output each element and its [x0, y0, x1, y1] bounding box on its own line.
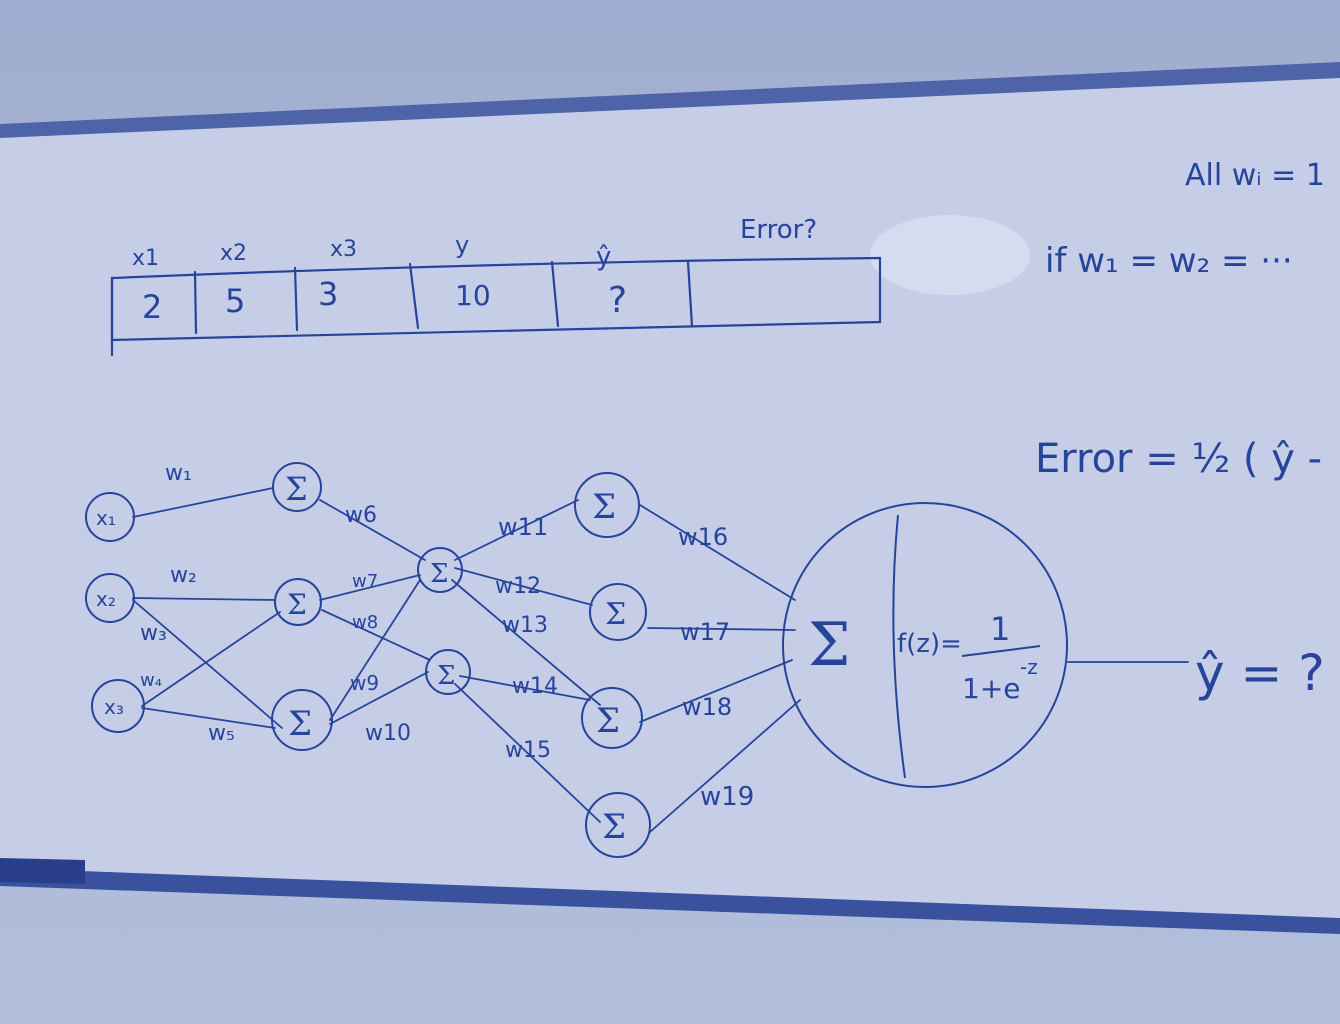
sum-symbol-l3-4: Σ	[602, 807, 626, 847]
header-error: Error?	[740, 215, 817, 245]
weight-w9: w9	[350, 671, 379, 695]
activation-denominator: 1+e	[962, 672, 1021, 705]
sum-node-l2-2	[425, 649, 471, 695]
input-label-3: x₃	[104, 695, 124, 719]
sum-symbol-l1-1: Σ	[285, 470, 308, 508]
output-node	[782, 502, 1068, 788]
weight-w18: w18	[682, 693, 732, 721]
activation-function: f(z)= 1 1+e -z	[897, 610, 1041, 705]
table-values: 2 5 3 10 ?	[142, 275, 627, 326]
value-x1: 2	[142, 288, 162, 326]
weight-w7: w7	[352, 571, 378, 592]
marker	[0, 858, 85, 884]
weight-w12: w12	[495, 574, 541, 599]
weight-w11: w11	[498, 513, 548, 541]
sum-symbol-l3-2: Σ	[605, 597, 626, 632]
note-all-weights: All wᵢ = 1	[1185, 158, 1325, 193]
sum-node-l1-1	[272, 462, 322, 512]
header-y: y	[455, 231, 469, 259]
weight-w17: w17	[680, 618, 730, 646]
table-headers: x1 x2 x3 y ŷ Error?	[132, 215, 817, 272]
sum-symbol-l1-2: Σ	[287, 588, 307, 621]
sum-node-l3-4	[585, 792, 651, 858]
glare	[870, 215, 1030, 295]
weight-w15: w15	[505, 738, 551, 763]
value-x2: 5	[225, 282, 245, 320]
sum-node-l3-1	[574, 472, 640, 538]
activation-lhs: f(z)=	[897, 629, 962, 659]
marker-tray	[0, 868, 1340, 934]
sum-node-l2-1	[417, 547, 463, 593]
header-x1: x1	[132, 246, 159, 271]
input-label-1: x₁	[96, 506, 116, 530]
sum-symbol-l3-1: Σ	[592, 487, 616, 527]
header-x3: x3	[330, 237, 357, 262]
value-y: 10	[455, 279, 491, 312]
input-label-2: x₂	[96, 587, 116, 611]
weight-w1: w₁	[165, 461, 192, 486]
header-yhat: ŷ	[596, 242, 611, 272]
weight-w2: w₂	[170, 563, 197, 588]
network-edges	[132, 487, 1189, 833]
sum-symbol-l1-3: Σ	[288, 704, 312, 744]
sum-symbol-l3-3: Σ	[596, 701, 620, 741]
data-table	[110, 256, 882, 357]
header-x2: x2	[220, 241, 247, 266]
node-labels: x₁ x₂ x₃ Σ Σ Σ Σ Σ Σ Σ Σ Σ Σ	[96, 470, 850, 847]
sum-node-l1-2	[274, 578, 322, 626]
input-node-1	[85, 492, 135, 542]
weight-w19: w19	[700, 782, 754, 812]
input-node-2	[85, 573, 135, 623]
sum-symbol-l2-1: Σ	[430, 559, 448, 589]
activation-numerator: 1	[990, 610, 1010, 648]
network-nodes	[85, 462, 1068, 858]
note-if-line: if w₁ = w₂ = ···	[1045, 241, 1293, 281]
weight-w3: w₃	[140, 621, 167, 646]
weight-labels: w₁ w₂ w₃ w₄ w₅ w6 w7 w8 w9 w10 w11 w12 w…	[140, 461, 754, 812]
weight-w14: w14	[512, 674, 558, 699]
weight-w16: w16	[678, 523, 728, 551]
whiteboard-surface	[0, 75, 1340, 925]
sum-symbol-l2-2: Σ	[437, 661, 455, 691]
sum-node-l1-3	[271, 689, 333, 751]
weight-w8: w8	[352, 612, 378, 633]
output-sum-symbol: Σ	[808, 610, 850, 680]
output-divider	[892, 514, 906, 779]
value-yhat: ?	[608, 280, 627, 321]
sum-node-l3-3	[581, 687, 643, 749]
sum-node-l3-2	[589, 583, 647, 641]
weight-w5: w₅	[208, 721, 235, 746]
weight-w6: w6	[345, 503, 377, 528]
weight-w4: w₄	[140, 670, 162, 691]
note-error-formula: Error = ½ ( ŷ -	[1035, 436, 1322, 482]
note-yhat-result: ŷ = ?	[1195, 644, 1325, 702]
weight-w13: w13	[502, 613, 548, 638]
weight-w10: w10	[365, 721, 411, 746]
top-rail	[0, 62, 1340, 138]
activation-exponent: -z	[1020, 655, 1038, 679]
input-node-3	[91, 679, 145, 733]
value-x3: 3	[318, 275, 338, 313]
